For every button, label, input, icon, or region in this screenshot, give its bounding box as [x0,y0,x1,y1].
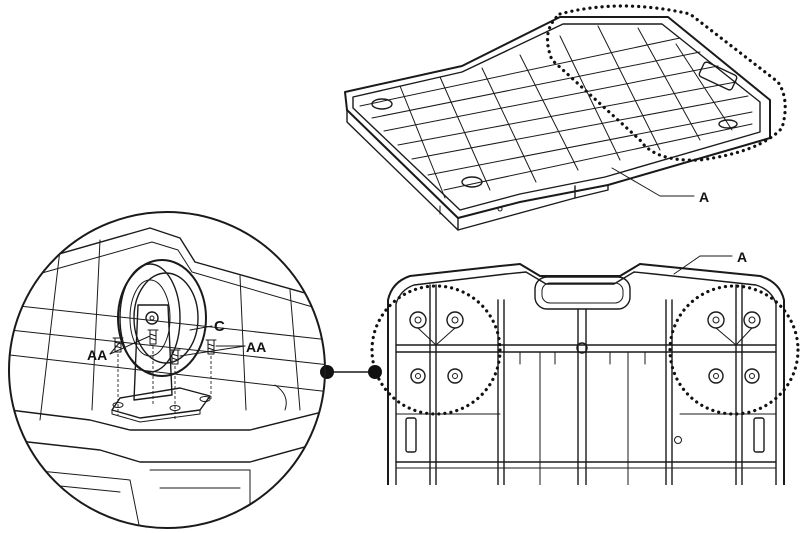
highlight-circle-right [670,286,798,414]
label-aa-left: AA [87,347,107,363]
label-aa-right: AA [246,339,266,355]
label-c-wheel: C [214,318,225,335]
magnified-caster-detail: C AA AA [9,212,330,530]
tray-underside-view: A [372,249,798,486]
label-a-bottom: A [737,249,747,265]
caster-mounts [372,99,737,187]
label-a-top: A [699,189,709,205]
mount-bosses-right [708,312,760,383]
tray-isometric-view: A [345,6,785,230]
magnifier-connector [320,365,382,379]
handle-recess [535,277,630,309]
tray-grid-ribs [360,26,752,198]
screw-alignment-lines [118,346,211,420]
caster-fork [112,305,210,422]
